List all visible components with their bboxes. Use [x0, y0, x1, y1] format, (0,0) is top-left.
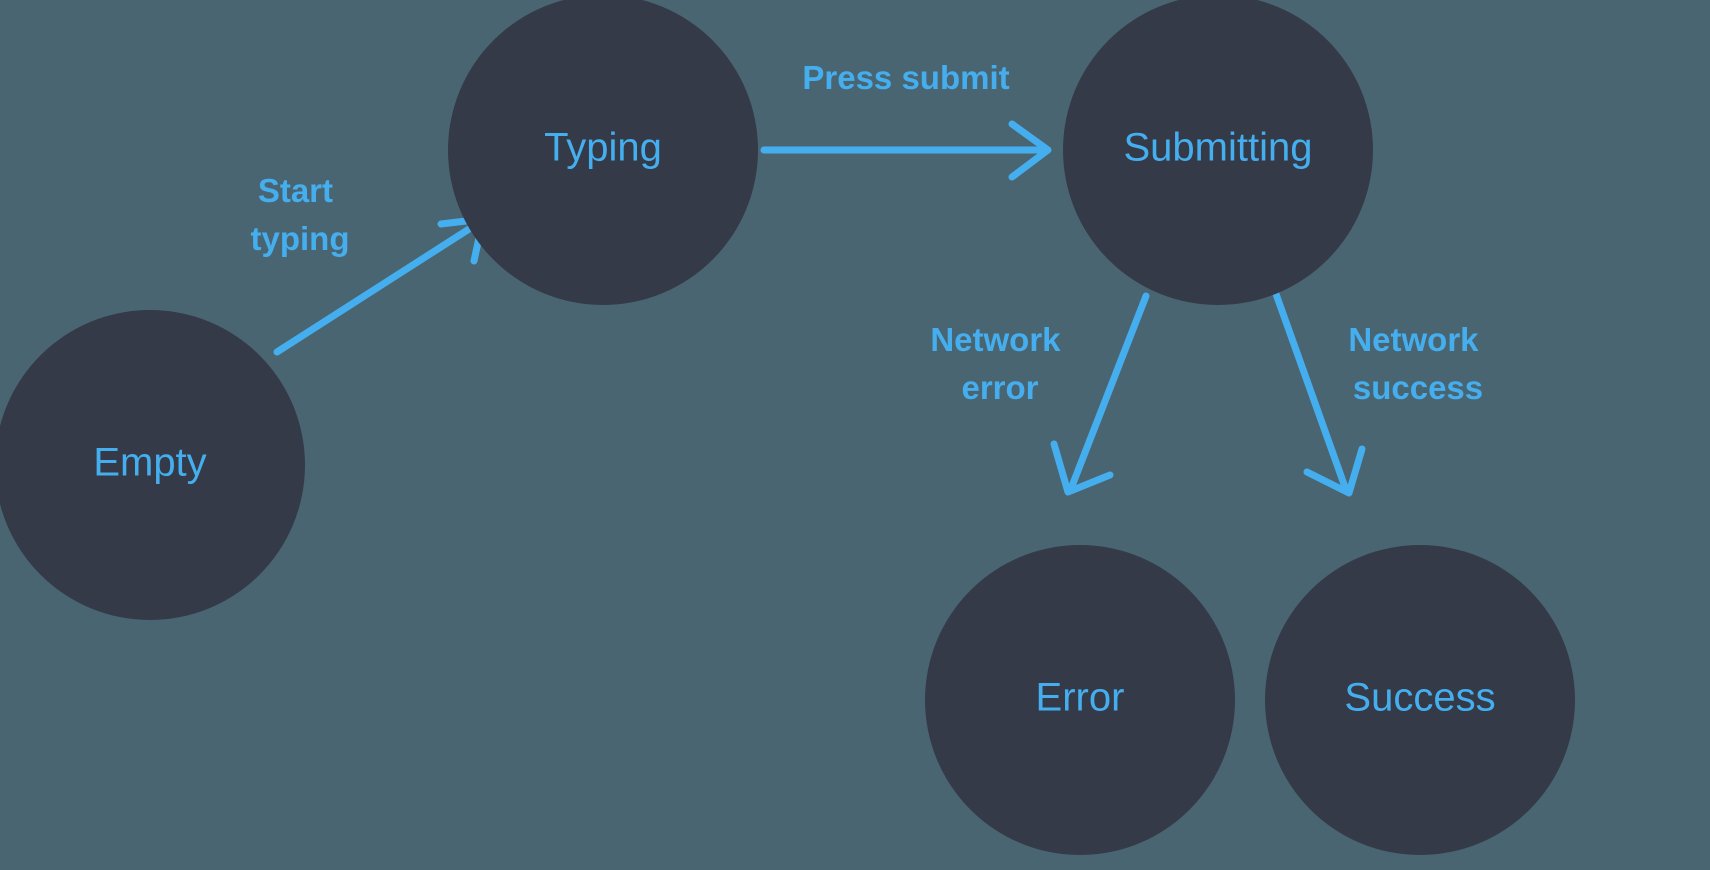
edge-empty-to-typing[interactable]: Start typing — [251, 172, 487, 356]
edge-label-line: Network — [930, 321, 1061, 358]
edge-line — [1068, 292, 1150, 490]
edge-label-line: error — [961, 369, 1038, 406]
state-circle — [0, 310, 305, 620]
state-label-submitting: Submitting — [1124, 126, 1313, 170]
edge-label-line: Network — [1348, 321, 1479, 358]
state-label-typing: Typing — [544, 126, 662, 170]
state-node-success[interactable]: Success — [1265, 545, 1575, 855]
state-label-empty: Empty — [93, 441, 206, 485]
edge-label-line: typing — [251, 220, 350, 257]
state-node-error[interactable]: Error — [925, 545, 1235, 855]
edge-typing-to-submitting[interactable]: Press submit — [760, 59, 1052, 181]
state-circle — [448, 0, 758, 305]
arrowhead-icon — [1303, 445, 1366, 497]
edge-submitting-to-success[interactable]: Network success — [1272, 290, 1488, 497]
state-circle — [925, 545, 1235, 855]
state-label-success: Success — [1344, 676, 1495, 720]
state-node-typing[interactable]: Typing — [448, 0, 758, 305]
state-node-empty[interactable]: Empty — [0, 310, 305, 620]
edge-line — [273, 218, 484, 356]
arrowhead-icon — [1008, 120, 1052, 181]
edge-line — [1272, 290, 1349, 491]
nodes-layer: Empty Typing Submitting Error Success — [0, 0, 1575, 855]
edge-label-line: Press submit — [802, 59, 1009, 96]
state-node-submitting[interactable]: Submitting — [1063, 0, 1373, 305]
edge-label-network-error: Network error — [930, 321, 1069, 406]
state-circle — [1063, 0, 1373, 305]
edges-layer: Start typing Press submit Network error — [251, 59, 1488, 497]
arrowhead-icon — [1050, 440, 1114, 496]
state-circle — [1265, 545, 1575, 855]
edge-label-line: success — [1353, 369, 1483, 406]
edge-label-line: Start — [258, 172, 333, 209]
edge-submitting-to-error[interactable]: Network error — [930, 292, 1150, 496]
edge-label-network-success: Network success — [1348, 321, 1487, 406]
edge-label-press-submit: Press submit — [802, 59, 1009, 96]
state-label-error: Error — [1036, 676, 1125, 720]
edge-label-start-typing: Start typing — [251, 172, 350, 257]
